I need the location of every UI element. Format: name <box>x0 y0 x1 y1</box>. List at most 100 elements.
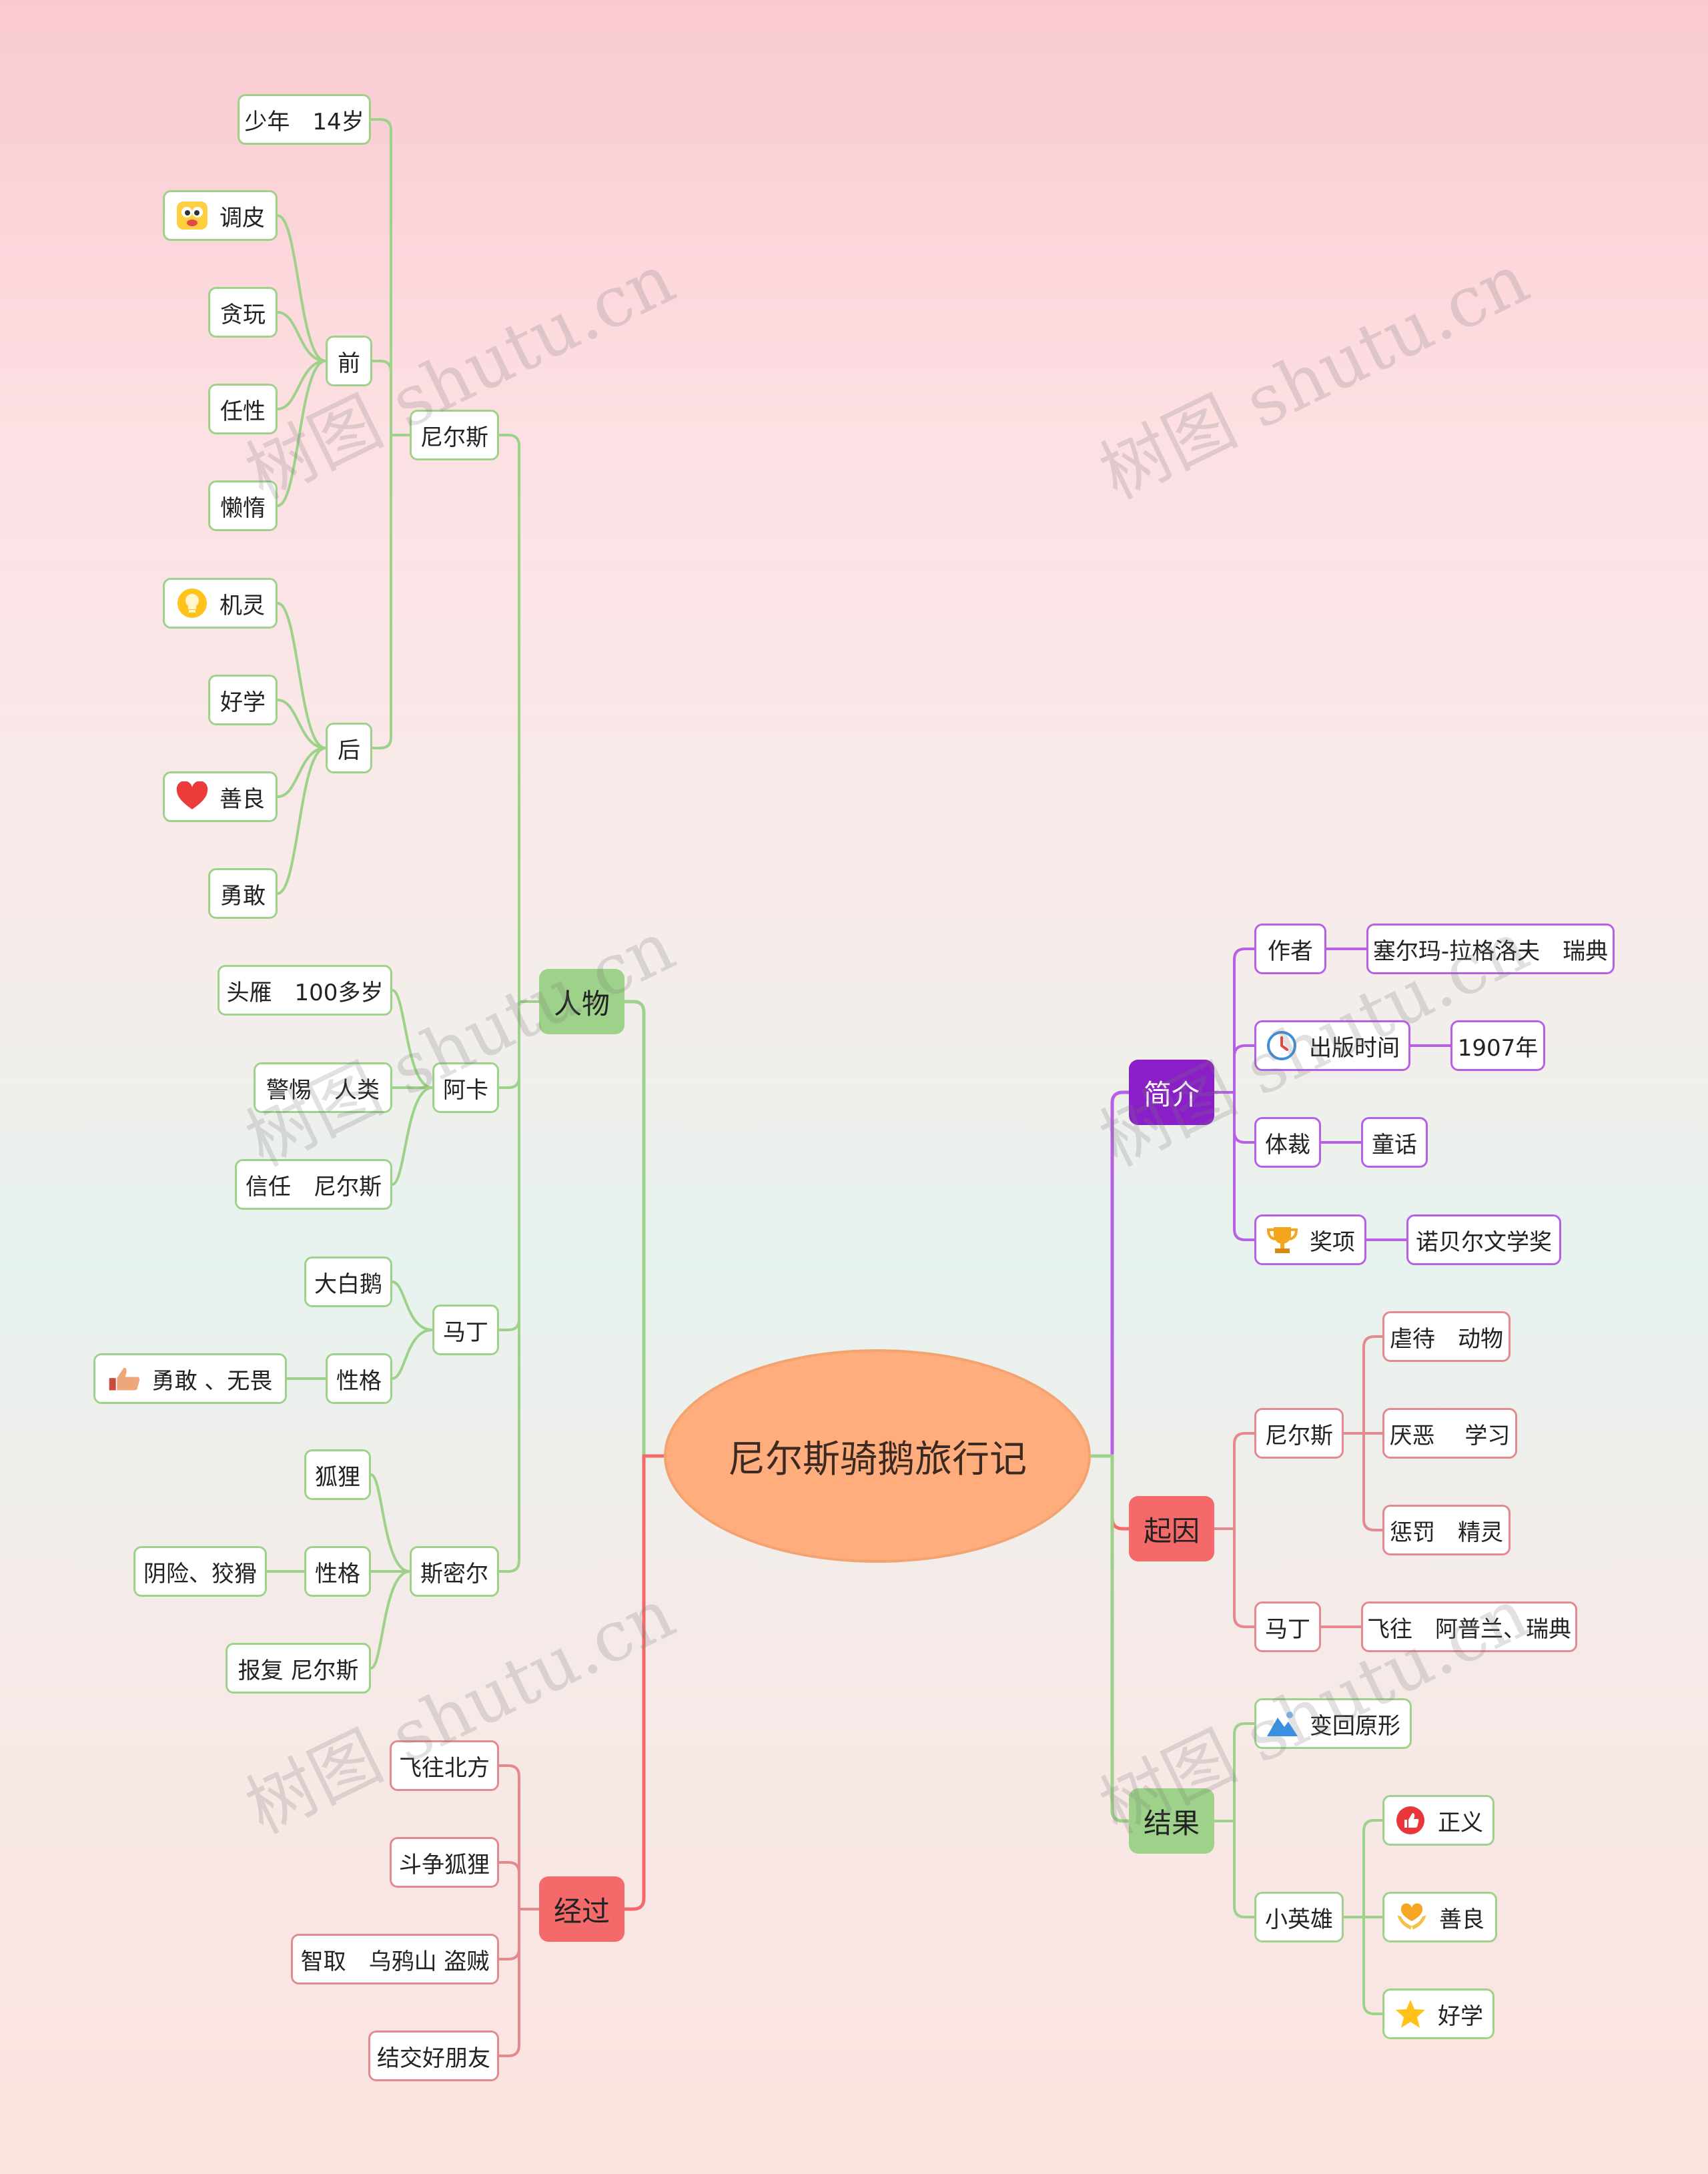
root-topic[interactable]: 尼尔斯骑鹅旅行记 <box>664 1349 1091 1563</box>
node-brave-label: 勇敢 <box>220 882 266 910</box>
node-author[interactable]: 作者 <box>1254 924 1326 974</box>
node-martin-goose-label: 大白鹅 <box>314 1271 382 1298</box>
branch-people[interactable]: 人物 <box>539 969 624 1034</box>
node-clever[interactable]: 机灵 <box>163 578 278 629</box>
node-result-hero[interactable]: 小英雄 <box>1254 1892 1344 1942</box>
node-process-north[interactable]: 飞往北方 <box>390 1740 499 1791</box>
node-playful[interactable]: 贪玩 <box>208 287 278 338</box>
node-willful[interactable]: 任性 <box>208 384 278 434</box>
node-process-crow-label: 智取 乌鸦山 盗贼 <box>300 1948 490 1975</box>
node-award-value-label: 诺贝尔文学奖 <box>1416 1228 1552 1256</box>
node-nils[interactable]: 尼尔斯 <box>410 410 499 460</box>
node-after-label: 后 <box>338 737 360 764</box>
node-martin-brave-label: 勇敢 、无畏 <box>151 1367 273 1395</box>
node-smirre-fox[interactable]: 狐狸 <box>304 1449 371 1500</box>
node-pub-value[interactable]: 1907年 <box>1450 1020 1545 1071</box>
node-result-justice-label: 正义 <box>1438 1809 1483 1836</box>
node-martin-trait[interactable]: 性格 <box>326 1353 392 1404</box>
node-cause-abuse-label: 虐待 动物 <box>1390 1325 1503 1353</box>
node-nils-label: 尼尔斯 <box>420 424 488 451</box>
trophy-icon <box>1266 1224 1299 1255</box>
node-process-friends-label: 结交好朋友 <box>377 2045 490 2072</box>
node-smirre-trait-label: 性格 <box>315 1560 360 1587</box>
node-naughty[interactable]: 调皮 <box>163 190 278 241</box>
connector-root-people <box>622 1000 666 1458</box>
node-smirre-revenge-label: 报复 尼尔斯 <box>238 1657 359 1684</box>
branch-process[interactable]: 经过 <box>539 1876 624 1942</box>
node-cause-martin-value-label: 飞往 阿普兰、瑞典 <box>1367 1615 1571 1643</box>
node-result-study[interactable]: 好学 <box>1382 1988 1494 2039</box>
node-cause-martin[interactable]: 马丁 <box>1254 1601 1321 1652</box>
node-cause-martin-value[interactable]: 飞往 阿普兰、瑞典 <box>1361 1601 1577 1652</box>
node-cause-nils[interactable]: 尼尔斯 <box>1254 1408 1344 1459</box>
node-result-restore-label: 变回原形 <box>1310 1712 1400 1740</box>
node-process-friends[interactable]: 结交好朋友 <box>368 2031 499 2081</box>
node-before-label: 前 <box>338 350 360 377</box>
node-aka-leader-label: 头雁 100多岁 <box>226 979 384 1006</box>
node-process-crow[interactable]: 智取 乌鸦山 盗贼 <box>291 1934 499 1984</box>
node-aka-trust[interactable]: 信任 尼尔斯 <box>235 1159 392 1210</box>
node-smirre[interactable]: 斯密尔 <box>410 1546 499 1597</box>
node-process-fox[interactable]: 斗争狐狸 <box>390 1837 499 1888</box>
node-award[interactable]: 奖项 <box>1254 1214 1366 1265</box>
node-smirre-sly[interactable]: 阴险、狡猾 <box>133 1546 267 1597</box>
lightbulb-icon <box>175 588 209 619</box>
node-pub[interactable]: 出版时间 <box>1254 1020 1410 1071</box>
node-author-label: 作者 <box>1268 938 1313 965</box>
connector-smirre-smirre_fox <box>370 1473 411 1573</box>
node-aka[interactable]: 阿卡 <box>432 1062 499 1113</box>
node-smirre-trait[interactable]: 性格 <box>304 1546 371 1597</box>
branch-result[interactable]: 结果 <box>1129 1788 1214 1854</box>
node-aka-alert[interactable]: 警惕 人类 <box>254 1062 392 1113</box>
node-lazy[interactable]: 懒惰 <box>208 480 278 531</box>
node-award-label: 奖项 <box>1310 1228 1355 1256</box>
node-studious-label: 好学 <box>220 689 266 716</box>
node-pub-label: 出版时间 <box>1309 1034 1400 1062</box>
node-aka-label: 阿卡 <box>443 1076 488 1104</box>
node-award-value[interactable]: 诺贝尔文学奖 <box>1406 1214 1561 1265</box>
connector-people-nils <box>498 434 540 1003</box>
node-genre[interactable]: 体裁 <box>1254 1117 1321 1168</box>
node-after[interactable]: 后 <box>326 723 372 773</box>
node-result-kind[interactable]: 善良 <box>1382 1892 1497 1942</box>
connector-people-smirre <box>498 1000 540 1573</box>
connector-c_nils-c1 <box>1342 1335 1384 1435</box>
node-result-restore[interactable]: 变回原形 <box>1254 1698 1412 1749</box>
node-cause-abuse[interactable]: 虐待 动物 <box>1382 1311 1511 1362</box>
branch-intro[interactable]: 简介 <box>1129 1060 1214 1125</box>
node-genre-value[interactable]: 童话 <box>1361 1117 1428 1168</box>
branch-cause[interactable]: 起因 <box>1129 1496 1214 1561</box>
node-aka-trust-label: 信任 尼尔斯 <box>246 1173 382 1200</box>
connector-result-r_hero <box>1213 1820 1256 1918</box>
connector-process-p2 <box>498 1861 540 1910</box>
node-smirre-fox-label: 狐狸 <box>315 1463 360 1491</box>
connector-before-naughty <box>276 214 327 362</box>
mountain-icon <box>1266 1708 1299 1739</box>
node-nils-age[interactable]: 少年 14岁 <box>238 94 371 145</box>
node-aka-leader[interactable]: 头雁 100多岁 <box>218 965 392 1016</box>
node-martin-brave[interactable]: 勇敢 、无畏 <box>93 1353 287 1404</box>
connector-process-p1 <box>498 1764 540 1910</box>
connector-intro-award <box>1213 1091 1256 1241</box>
node-author-value[interactable]: 塞尔玛-拉格洛夫 瑞典 <box>1366 924 1615 974</box>
node-smirre-label: 斯密尔 <box>420 1560 488 1587</box>
node-cause-hate-study[interactable]: 厌恶 学习 <box>1382 1408 1517 1459</box>
node-cause-punish[interactable]: 惩罚 精灵 <box>1382 1505 1511 1555</box>
node-result-justice[interactable]: 正义 <box>1382 1795 1494 1846</box>
node-smirre-revenge[interactable]: 报复 尼尔斯 <box>226 1643 371 1694</box>
thumbs-up-icon <box>108 1363 141 1394</box>
node-martin-goose[interactable]: 大白鹅 <box>304 1256 392 1307</box>
node-cause-punish-label: 惩罚 精灵 <box>1390 1519 1503 1546</box>
node-brave[interactable]: 勇敢 <box>208 868 278 919</box>
node-kind[interactable]: 善良 <box>163 771 278 822</box>
connector-r_hero-r_justice <box>1342 1819 1384 1918</box>
node-before[interactable]: 前 <box>326 336 372 386</box>
node-clever-label: 机灵 <box>220 592 265 619</box>
node-nils-age-label: 少年 14岁 <box>244 108 364 135</box>
node-studious[interactable]: 好学 <box>208 675 278 725</box>
connector-root-process <box>622 1454 666 1911</box>
root-topic-label: 尼尔斯骑鹅旅行记 <box>728 1437 1027 1481</box>
node-martin[interactable]: 马丁 <box>432 1305 499 1355</box>
connector-intro-pub <box>1213 1044 1256 1094</box>
